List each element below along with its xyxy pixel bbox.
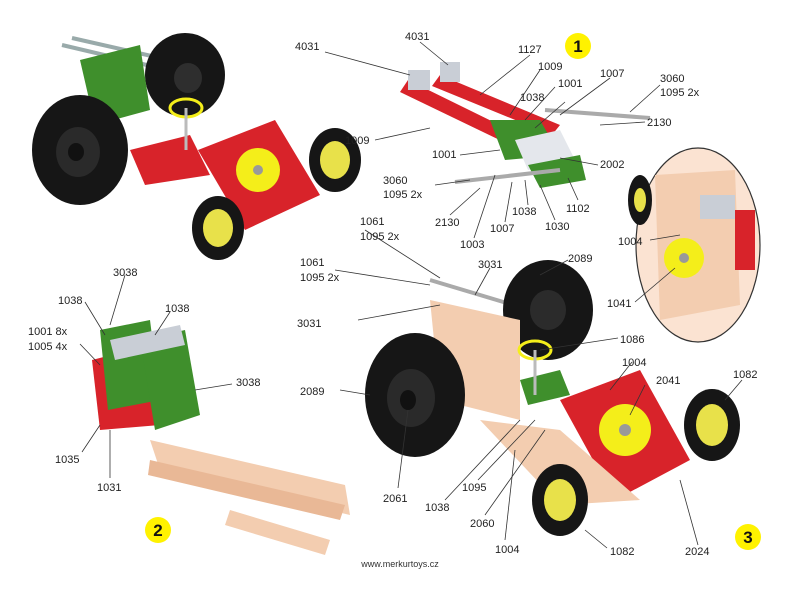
part-label: 1003	[460, 239, 484, 251]
step-2-illustration	[92, 320, 350, 555]
part-label: 3038	[113, 267, 137, 279]
part-label: 1004	[618, 236, 642, 248]
part-label: 1001	[558, 78, 582, 90]
part-labels-step-1: 4031 4031 1127 1009 1001 1007 3060 1095 …	[295, 31, 700, 251]
part-label: 2041	[656, 375, 680, 387]
part-label: 2089	[568, 253, 592, 265]
part-labels-step-2: 3038 1038 1038 1001 8x 1005 4x 3038 1035…	[28, 267, 260, 494]
part-label: 1001 8x	[28, 326, 68, 338]
part-label: 1035	[55, 454, 79, 466]
part-label: 1041	[607, 298, 631, 310]
part-label: 1009	[345, 135, 369, 147]
part-label: 1095 2x	[383, 189, 423, 201]
step-3-illustration	[365, 260, 740, 536]
svg-text:2: 2	[153, 521, 162, 540]
part-label: 2024	[685, 546, 709, 558]
svg-text:3: 3	[743, 528, 752, 547]
part-label: 4031	[295, 41, 319, 53]
part-label: 1038	[425, 502, 449, 514]
part-label: 2089	[300, 386, 324, 398]
part-label: 1061	[360, 216, 384, 228]
part-label: 1009	[538, 61, 562, 73]
part-label: 2002	[600, 159, 624, 171]
part-label: 1005 4x	[28, 341, 68, 353]
part-label: 1086	[620, 334, 644, 346]
part-label: 2130	[435, 217, 459, 229]
part-label: 2060	[470, 518, 494, 530]
finished-tractor-illustration	[32, 33, 361, 260]
part-label: 1038	[512, 206, 536, 218]
website-url: www.merkurtoys.cz	[360, 559, 439, 569]
part-label: 3060	[383, 175, 407, 187]
part-label: 3031	[297, 318, 321, 330]
part-label: 1030	[545, 221, 569, 233]
part-label: 1095 2x	[660, 87, 700, 99]
part-label: 3038	[236, 377, 260, 389]
part-label: 1038	[58, 295, 82, 307]
step-1-illustration	[400, 62, 651, 188]
part-label: 3060	[660, 73, 684, 85]
part-label: 1127	[518, 44, 542, 56]
leader-lines	[79, 41, 743, 549]
part-label: 1004	[495, 544, 519, 556]
part-labels-step-3: 1061 1095 2x 1061 1095 2x 3031 2089 3031…	[297, 216, 757, 558]
part-label: 1061	[300, 257, 324, 269]
part-label: 1001	[432, 149, 456, 161]
part-label: 1007	[490, 223, 514, 235]
part-label: 1095 2x	[300, 272, 340, 284]
part-label: 1082	[610, 546, 634, 558]
part-label: 1095 2x	[360, 231, 400, 243]
detail-magnifier	[628, 147, 761, 343]
part-label: 1095	[462, 482, 486, 494]
step-badge-2: 2	[145, 517, 171, 543]
part-label: 1038	[165, 303, 189, 315]
part-label: 1038	[520, 92, 544, 104]
step-badge-1: 1	[565, 33, 591, 59]
part-label: 4031	[405, 31, 429, 43]
part-label: 1031	[97, 482, 121, 494]
part-label: 2130	[647, 117, 671, 129]
part-label: 2061	[383, 493, 407, 505]
svg-text:1: 1	[573, 37, 582, 56]
part-label: 1102	[566, 203, 590, 215]
part-label: 1004	[622, 357, 646, 369]
part-label: 1007	[600, 68, 624, 80]
step-badge-3: 3	[735, 524, 761, 550]
part-label: 1082	[733, 369, 757, 381]
part-label: 3031	[478, 259, 502, 271]
